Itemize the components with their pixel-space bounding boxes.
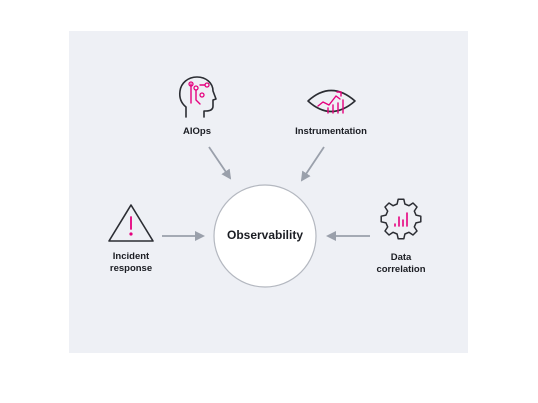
observability-circle [213, 184, 317, 288]
arrow-aiops [208, 146, 232, 180]
eye-chart-icon [307, 89, 356, 114]
warning-triangle-icon [108, 204, 154, 242]
data-correlation-line1: Data [390, 252, 412, 263]
gear-bars-icon [380, 198, 422, 240]
instrumentation-label: Instrumentation [295, 126, 367, 137]
arrow-instrumentation [300, 146, 325, 182]
data-correlation-line2: correlation [376, 264, 426, 275]
incident-response-line1: Incident [112, 251, 150, 262]
aiops-label: AIOps [183, 126, 211, 137]
head-circuit-icon [178, 76, 217, 118]
incident-response-label: Incident response [101, 251, 161, 275]
observability-label: Observability [226, 228, 304, 242]
data-correlation-label: Data correlation [366, 252, 436, 276]
incident-response-line2: response [109, 263, 153, 274]
